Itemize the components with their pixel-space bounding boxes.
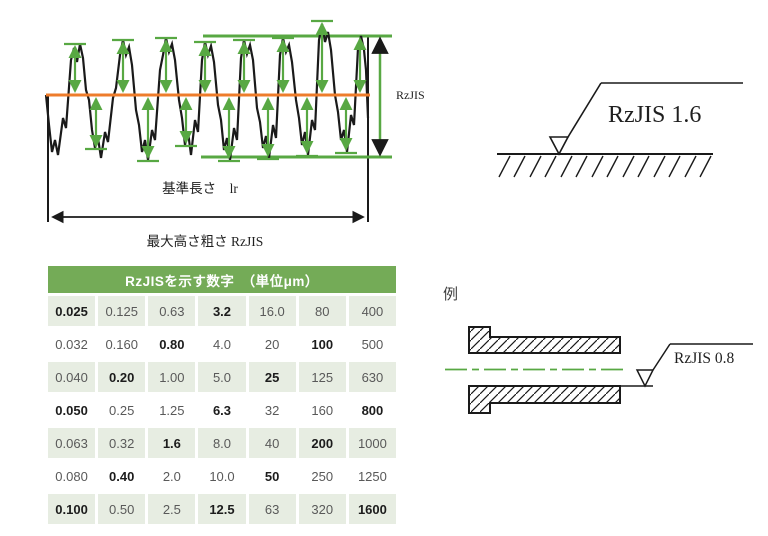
table-cell: 32 [248,395,296,425]
finish-symbol-figure: RzJIS 1.6 [497,82,743,178]
surface-hatching [498,155,712,178]
table-row: 0.063 0.32 1.6 8.0 40 200 1000 [48,428,396,458]
table-cell: 0.040 [48,362,96,392]
table-cell: 25 [248,362,296,392]
table-cell: 0.025 [48,296,96,326]
table-cell: 0.20 [98,362,146,392]
table-cell: 1.25 [148,395,196,425]
table-cell: 100 [298,329,346,359]
roughness-symbol-icon [548,82,743,156]
table-cell: 8.0 [198,428,246,458]
table-cell: 63 [248,494,296,524]
table-cell: 12.5 [198,494,246,524]
roughness-profile-figure: RzJIS 基準長さ lr 最大高さ粗さ RzJIS [44,19,425,249]
table-row: 0.050 0.25 1.25 6.3 32 160 800 [48,395,396,425]
table-cell: 0.50 [98,494,146,524]
table-cell: 250 [298,461,346,491]
table-cell: 2.0 [148,461,196,491]
table-row: 0.100 0.50 2.5 12.5 63 320 1600 [48,494,396,524]
table-cell: 80 [298,296,346,326]
part-cross-section [468,326,621,414]
table-cell: 160 [298,395,346,425]
table-cell: 4.0 [198,329,246,359]
table-cell: 0.050 [48,395,96,425]
table-title: RzJISを示す数字 （単位μm） [48,266,396,293]
table-cell: 5.0 [198,362,246,392]
table-cell: 3.2 [198,296,246,326]
table-row: 0.025 0.125 0.63 3.2 16.0 80 400 [48,296,396,326]
finish-symbol-value: RzJIS 1.6 [608,102,701,128]
example-symbol-value: RzJIS 0.8 [674,350,735,367]
table-cell: 1600 [348,494,396,524]
example-part-figure: RzJIS 0.8 [445,326,753,414]
table-cell: 400 [348,296,396,326]
table-cell: 1.6 [148,428,196,458]
table-cell: 0.032 [48,329,96,359]
table-cell: 0.160 [98,329,146,359]
figure-caption: 最大高さ粗さ RzJIS [147,233,264,249]
table-cell: 0.125 [98,296,146,326]
table-cell: 50 [248,461,296,491]
table-cell: 2.5 [148,494,196,524]
table-row: 0.040 0.20 1.00 5.0 25 125 630 [48,362,396,392]
table-cell: 630 [348,362,396,392]
reference-length-label: 基準長さ lr [162,180,238,196]
table-row: 0.080 0.40 2.0 10.0 50 250 1250 [48,461,396,491]
table-cell: 800 [348,395,396,425]
table-cell: 20 [248,329,296,359]
table-cell: 320 [298,494,346,524]
example-label: 例 [443,286,459,303]
table-cell: 0.40 [98,461,146,491]
table-cell: 200 [298,428,346,458]
table-cell: 500 [348,329,396,359]
table-cell: 0.25 [98,395,146,425]
table-cell: 0.32 [98,428,146,458]
table-cell: 1250 [348,461,396,491]
table-cell: 0.63 [148,296,196,326]
table-cell: 1000 [348,428,396,458]
table-cell: 0.080 [48,461,96,491]
table-cell: 40 [248,428,296,458]
table-row: 0.032 0.160 0.80 4.0 20 100 500 [48,329,396,359]
table-cell: 1.00 [148,362,196,392]
table-cell: 16.0 [248,296,296,326]
peak-measure-arrows [64,19,367,93]
rz-span-label: RzJIS [396,88,425,102]
table-cell: 0.80 [148,329,196,359]
roughness-symbol-icon [635,343,753,388]
valley-measure-arrows [85,97,357,163]
rz-number-table: RzJISを示す数字 （単位μm） 0.025 0.125 0.63 3.2 1… [45,263,399,527]
table-cell: 10.0 [198,461,246,491]
table-cell: 6.3 [198,395,246,425]
table-cell: 0.100 [48,494,96,524]
profile-trace [44,23,370,161]
table-cell: 125 [298,362,346,392]
table-cell: 0.063 [48,428,96,458]
